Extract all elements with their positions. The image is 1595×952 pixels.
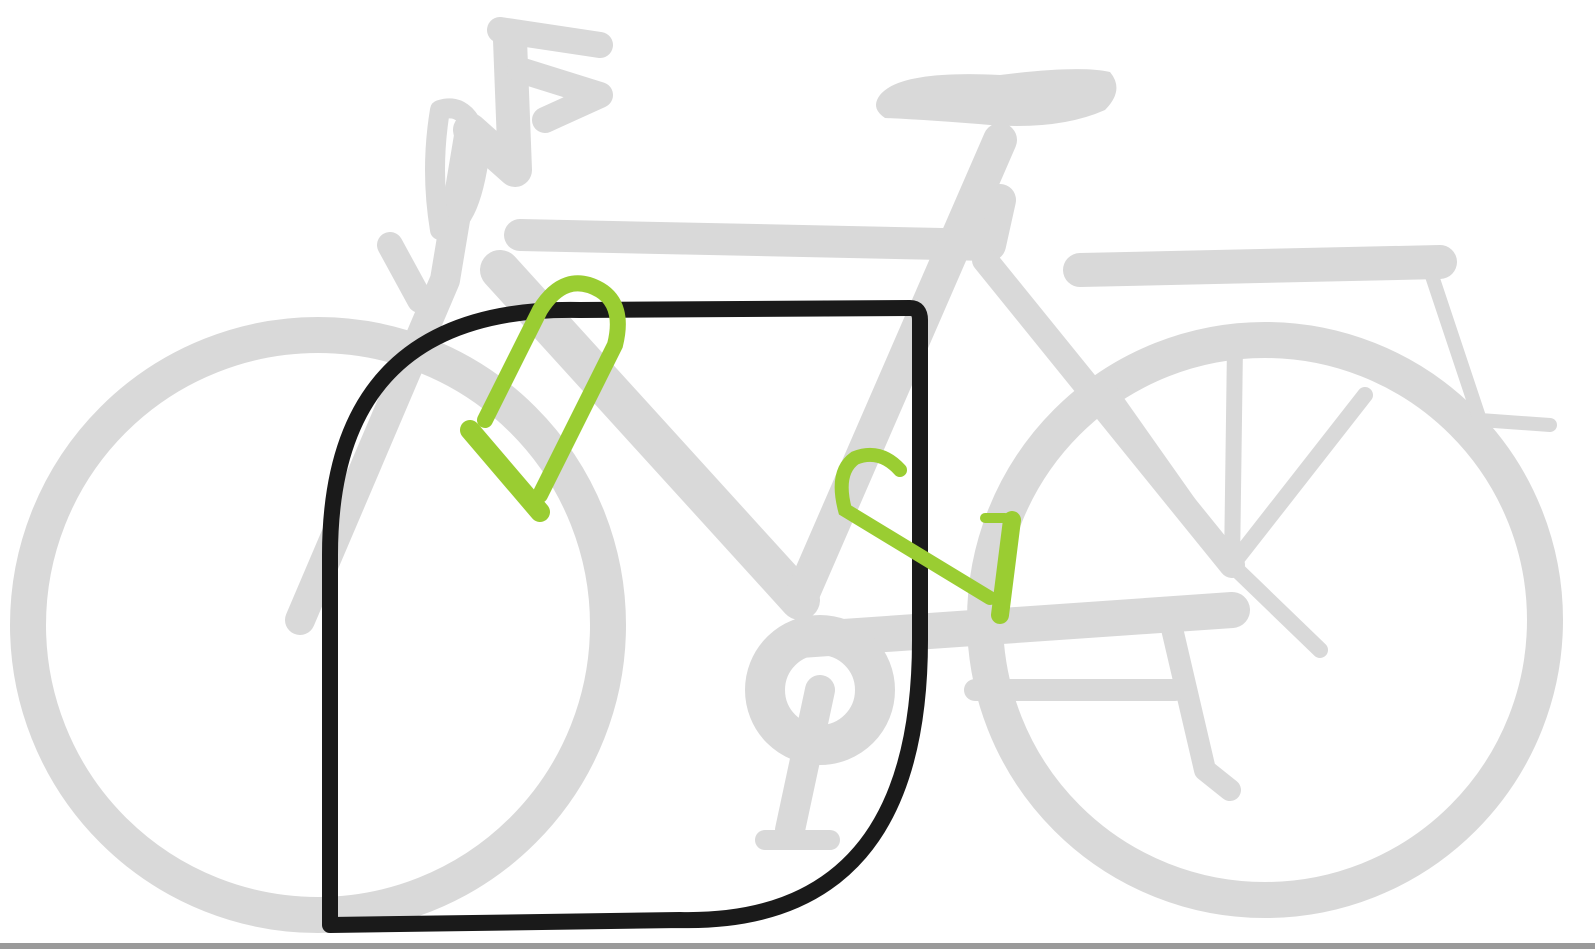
top-tube — [520, 200, 1000, 245]
front-mudguard — [390, 245, 420, 300]
derailleur — [1170, 620, 1230, 790]
u-lock-rear-crossbar — [1000, 520, 1012, 615]
rear-rack — [1080, 262, 1440, 270]
front-wheel — [28, 335, 608, 915]
crank-arm — [790, 690, 820, 830]
saddle — [876, 69, 1116, 126]
bicycle-silhouette — [28, 30, 1550, 915]
seat-tube — [800, 140, 1000, 600]
